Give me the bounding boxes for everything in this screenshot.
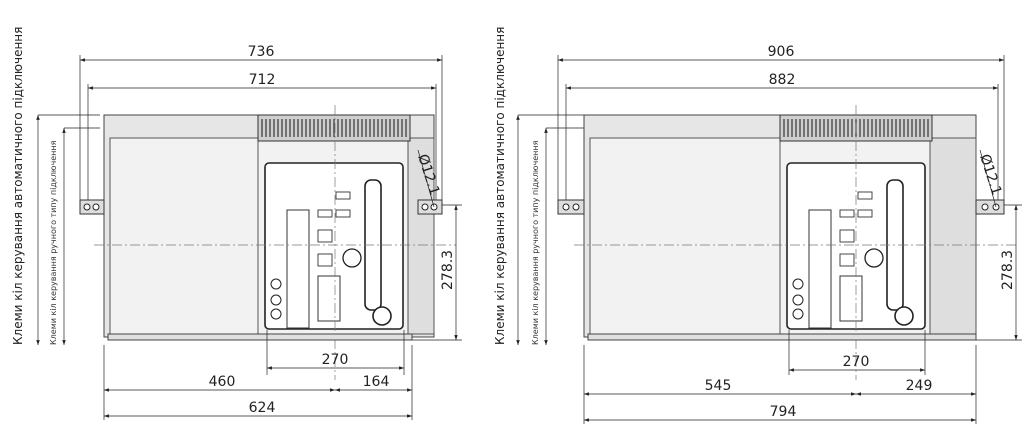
label-manual-terminals: Клеми кіл керування ручного типу підключ… [49, 140, 58, 345]
indicator [839, 209, 855, 218]
button-off [839, 229, 855, 243]
dim-hole: Ø12.1 [976, 152, 1004, 197]
label-auto-terminals: Клеми кіл керування автоматичного підклю… [11, 27, 25, 345]
dim-top-outer: 906 [768, 44, 795, 60]
bracket-hole [981, 203, 989, 211]
dim-height: 278.3 [1000, 250, 1016, 290]
bracket-hole [83, 203, 91, 211]
dim-mid: 270 [322, 352, 349, 368]
aux-contact [792, 308, 804, 320]
left-bracket [557, 199, 585, 215]
handle-pivot [894, 306, 914, 326]
left-cover-panel [109, 137, 259, 335]
dim-bottom-left: 545 [705, 378, 732, 394]
bracket-hole [92, 203, 100, 211]
dim-top-inner: 882 [769, 72, 796, 88]
label-manual-terminals: Клеми кіл керування ручного типу підключ… [531, 140, 540, 345]
aux-contact [792, 294, 804, 306]
hole-leader [417, 149, 435, 208]
indicator [857, 209, 873, 218]
dim-top-outer: 736 [248, 44, 275, 60]
bottom-base [587, 333, 977, 341]
bracket-hole [562, 203, 570, 211]
indicator [335, 209, 351, 218]
aux-contact [270, 294, 282, 306]
charge-indicator [342, 248, 362, 268]
dim-bottom-right: 164 [363, 374, 390, 390]
indicator [857, 191, 873, 200]
button-on [839, 253, 855, 267]
left-cover-panel [589, 137, 781, 335]
drawing-right: Клеми кіл керування автоматичного підклю… [493, 27, 1022, 424]
right-bracket [975, 199, 1005, 215]
dim-height: 278.3 [440, 250, 456, 290]
aux-contact [270, 308, 282, 320]
button-off [317, 229, 333, 243]
right-bracket [417, 199, 443, 215]
dim-bottom-total: 624 [249, 400, 276, 416]
terminal-slots [783, 119, 929, 137]
label-auto-terminals: Клеми кіл керування автоматичного підклю… [493, 27, 507, 345]
dim-bottom-total: 794 [770, 404, 797, 420]
right-side-panel [407, 137, 435, 335]
dim-bottom-right: 249 [906, 378, 933, 394]
handle-pivot [372, 306, 392, 326]
indicator [335, 191, 351, 200]
key-lock-area [317, 275, 341, 322]
button-on [317, 253, 333, 267]
terminal-slots [261, 119, 407, 137]
charge-indicator [864, 248, 884, 268]
hole-leader [979, 149, 997, 208]
left-bracket [79, 199, 105, 215]
aux-contact [792, 278, 804, 290]
nameplate [286, 209, 310, 329]
nameplate [808, 209, 832, 329]
right-side-panel [929, 137, 977, 335]
indicator [317, 209, 333, 218]
mechanism-frame [264, 162, 404, 330]
drawing-left: Клеми кіл керування автоматичного підклю… [11, 27, 462, 420]
dim-top-inner: 712 [249, 72, 276, 88]
bracket-hole [572, 203, 580, 211]
bracket-hole [421, 203, 429, 211]
key-lock-area [839, 275, 863, 322]
dim-bottom-left: 460 [209, 374, 236, 390]
dim-mid: 270 [843, 354, 870, 370]
bottom-base [107, 333, 413, 341]
aux-contact [270, 278, 282, 290]
